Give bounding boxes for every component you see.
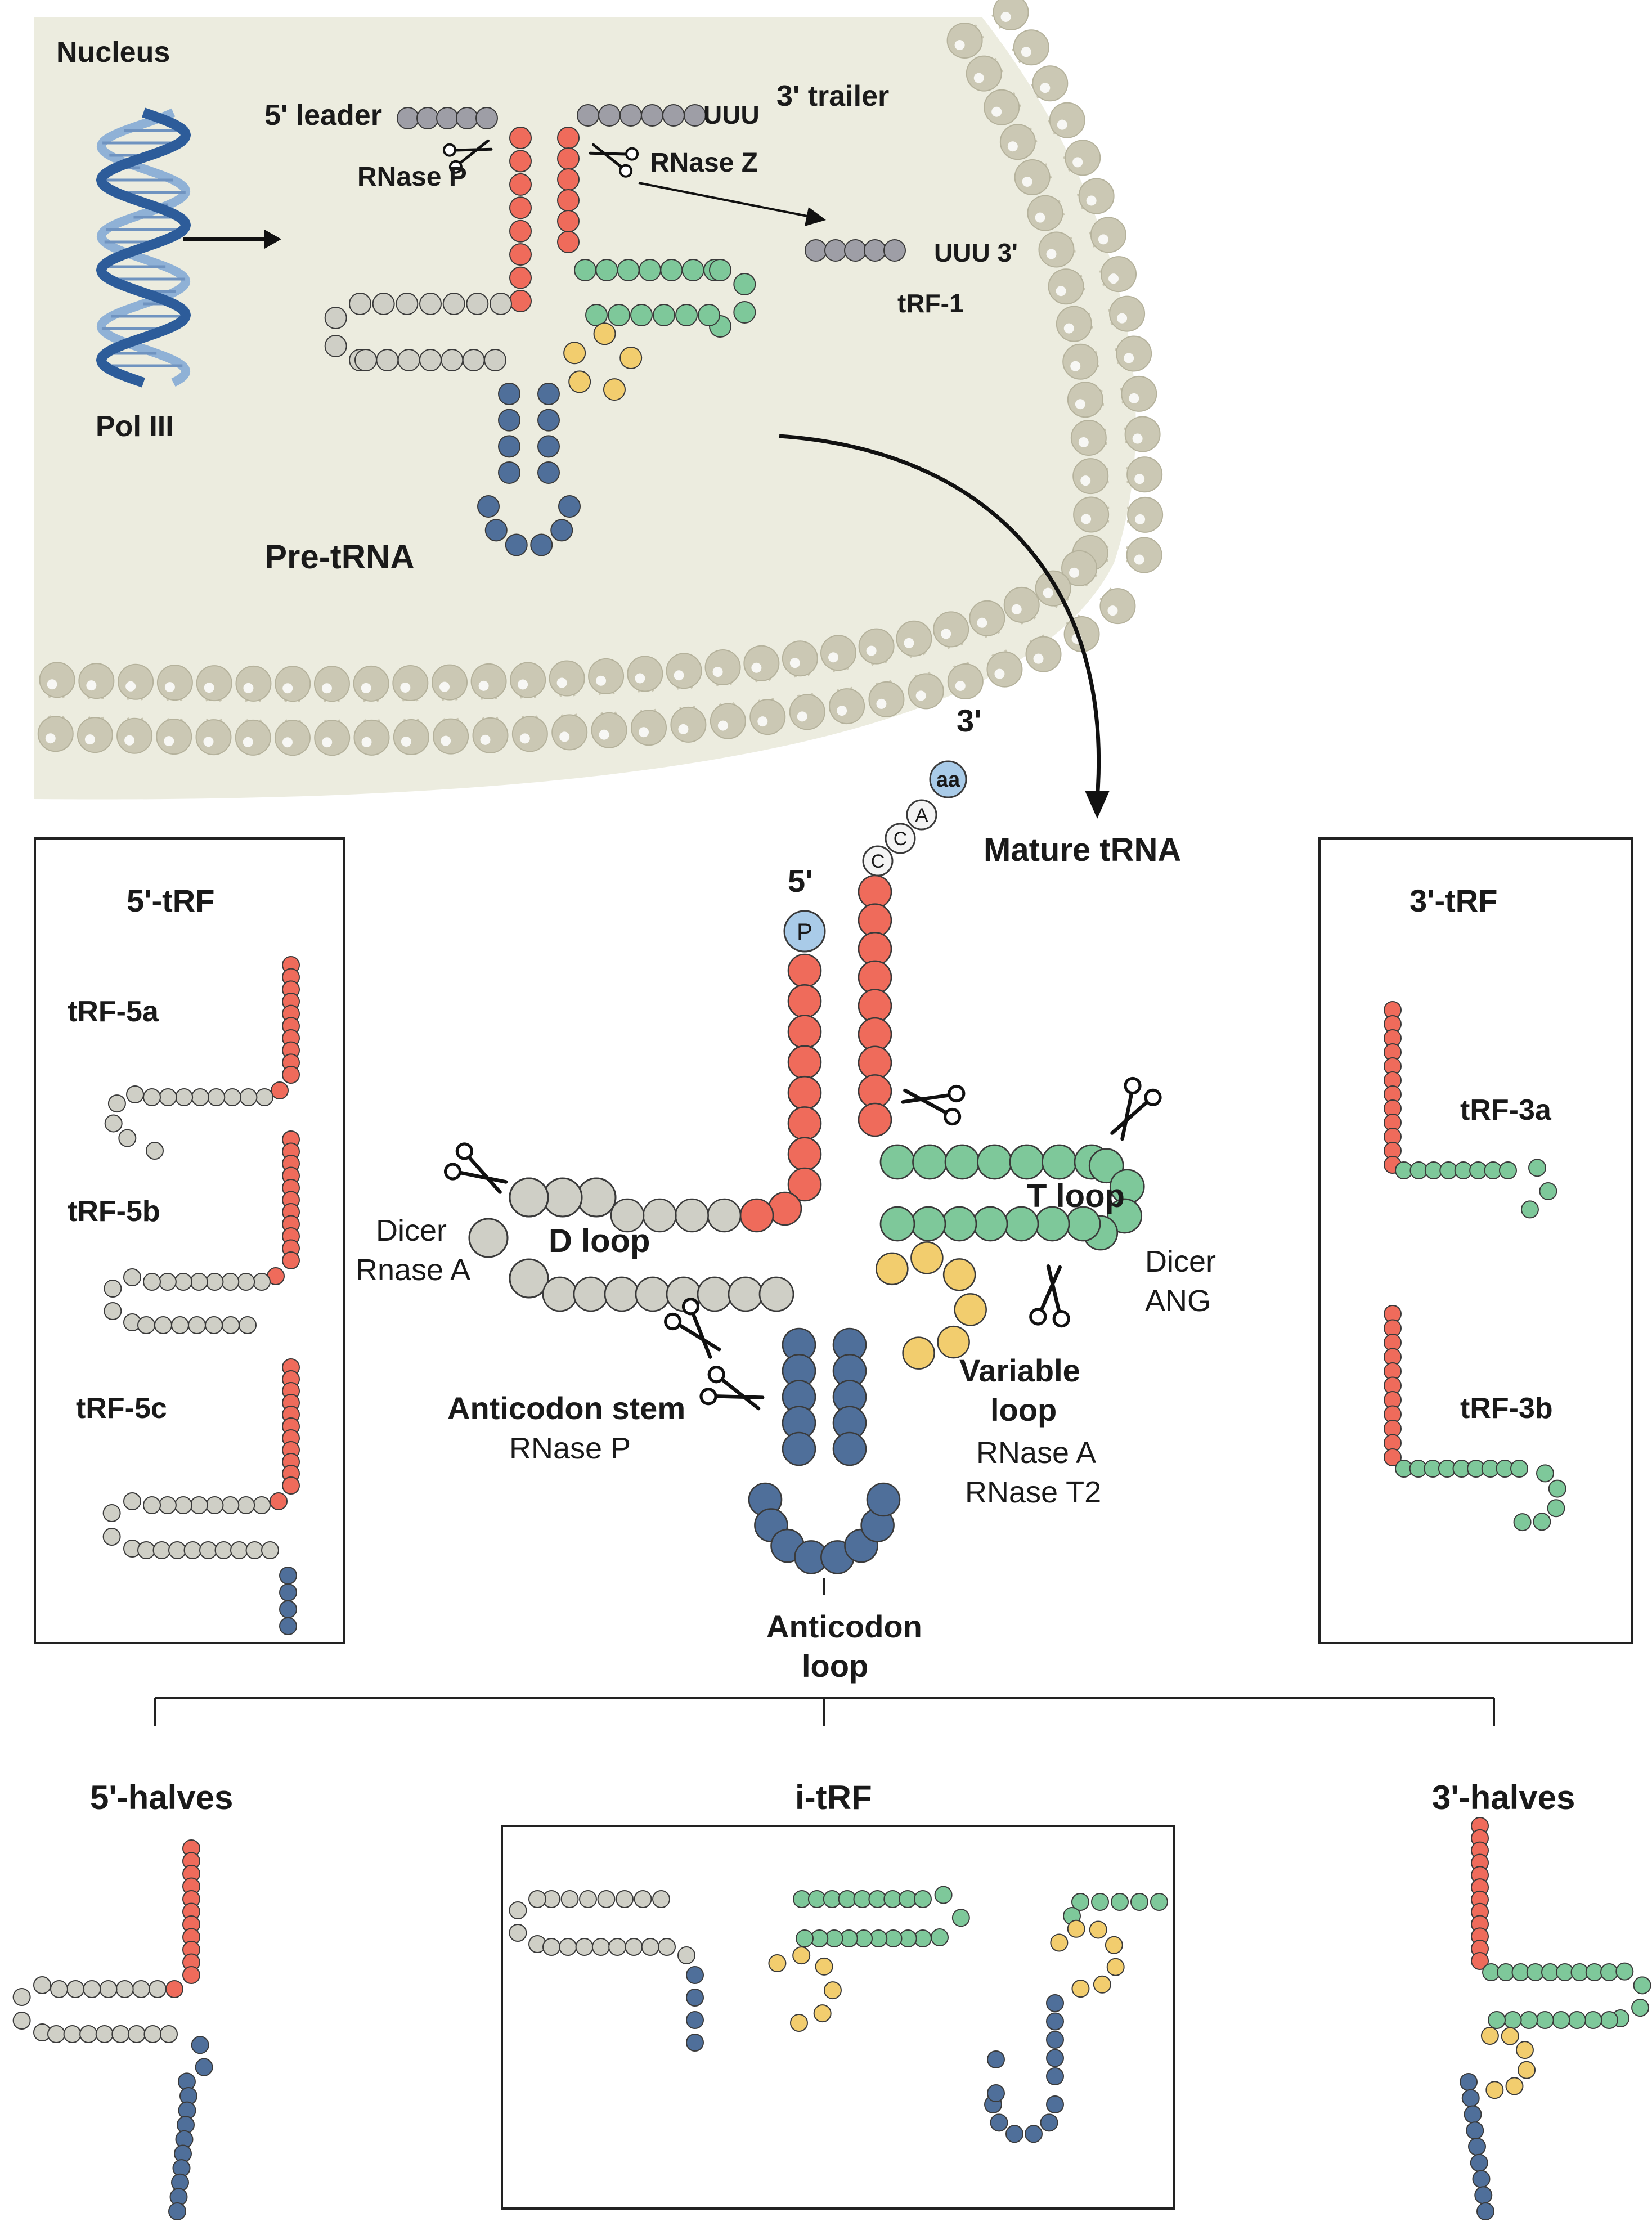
label-trf-5c: tRF-5c [76, 1392, 167, 1425]
label-3-trf-title: 3'-tRF [1409, 883, 1497, 918]
label-aa: aa [936, 768, 960, 792]
label-5-prime: 5' [788, 863, 812, 899]
label-rnase-a-left: Rnase A [356, 1253, 470, 1287]
label-rnase-p-top: RNase P [357, 162, 467, 192]
scissors-group [442, 139, 1162, 1411]
label-trf-5a: tRF-5a [68, 995, 159, 1028]
label-anticodon: Anticodon [766, 1609, 922, 1644]
label-trf1-seq: UUU 3' [934, 238, 1018, 267]
label-trf-5b: tRF-5b [68, 1195, 160, 1228]
label-pol3: Pol III [96, 410, 174, 443]
label-trf-3b: tRF-3b [1460, 1392, 1553, 1425]
dna-helix-icon [96, 107, 191, 388]
label-uuu: UUU [703, 100, 760, 129]
scissors-icon-anticodon-stem-a [664, 1298, 721, 1359]
label-rnase-p-mid: RNase P [509, 1431, 631, 1465]
label-5-leader: 5' leader [264, 99, 382, 132]
label-dicer-right: Dicer [1145, 1245, 1216, 1278]
label-i-trf: i-tRF [795, 1779, 872, 1816]
label-trf1: tRF-1 [897, 289, 964, 318]
label-cca-c1: C [871, 851, 885, 872]
label-rnase-z: RNase Z [650, 148, 758, 178]
arrow-head-2 [805, 207, 826, 226]
box-i-trf [501, 1825, 1175, 2210]
box-5-trf [34, 837, 345, 1644]
label-dicer-left: Dicer [376, 1214, 447, 1247]
scissors-icon-d-arm [443, 1142, 508, 1194]
label-variable: Variable [959, 1353, 1080, 1388]
label-d-loop: D loop [549, 1223, 650, 1259]
boxes [34, 837, 1633, 2210]
label-p: P [797, 918, 812, 945]
label-3-halves: 3'-halves [1432, 1779, 1575, 1816]
label-3-trailer: 3' trailer [776, 80, 889, 113]
scissors-icon-rnase-p [442, 139, 493, 174]
arrows [183, 182, 1110, 819]
label-rnase-a-right: RNase A [976, 1436, 1096, 1470]
scissors-icon-t-loop [1029, 1264, 1070, 1328]
box-3-trf [1318, 837, 1633, 1644]
label-5-trf-title: 5'-tRF [127, 883, 214, 918]
label-mature-trna: Mature tRNA [984, 832, 1181, 868]
scissors-icon-t-arm [1110, 1076, 1162, 1141]
label-3-prime: 3' [957, 703, 981, 738]
labels: Nucleus Pol III 5' leader UUU 3' trailer… [56, 36, 1575, 1816]
nuclear-membrane [37, 0, 1164, 756]
scissors-icon-anticodon-stem-b [699, 1366, 765, 1411]
label-nucleus: Nucleus [56, 36, 170, 69]
arrow-trailer-release [638, 182, 811, 218]
label-anticodon-stem: Anticodon stem [447, 1390, 685, 1426]
label-rnase-t2: RNase T2 [965, 1475, 1101, 1509]
label-variable-loop: loop [990, 1392, 1057, 1428]
label-ang: ANG [1145, 1284, 1211, 1318]
label-cca-c2: C [894, 828, 908, 850]
arrow-head-1 [264, 230, 281, 249]
label-anticodon-loop: loop [802, 1648, 868, 1684]
label-cca-a: A [915, 805, 928, 826]
label-trf-3a: tRF-3a [1460, 1094, 1552, 1127]
arrow-export-curve [779, 434, 1101, 800]
scissors-icon-rnase-z [589, 143, 639, 178]
scissors-icon-acceptor [901, 1084, 966, 1126]
bracket [154, 1578, 1495, 1726]
nucleus-region [34, 17, 1136, 800]
label-t-loop: T loop [1027, 1178, 1125, 1214]
arrow-head-3 [1085, 791, 1110, 819]
label-5-halves: 5'-halves [90, 1779, 233, 1816]
label-pre-trna: Pre-tRNA [264, 538, 415, 576]
